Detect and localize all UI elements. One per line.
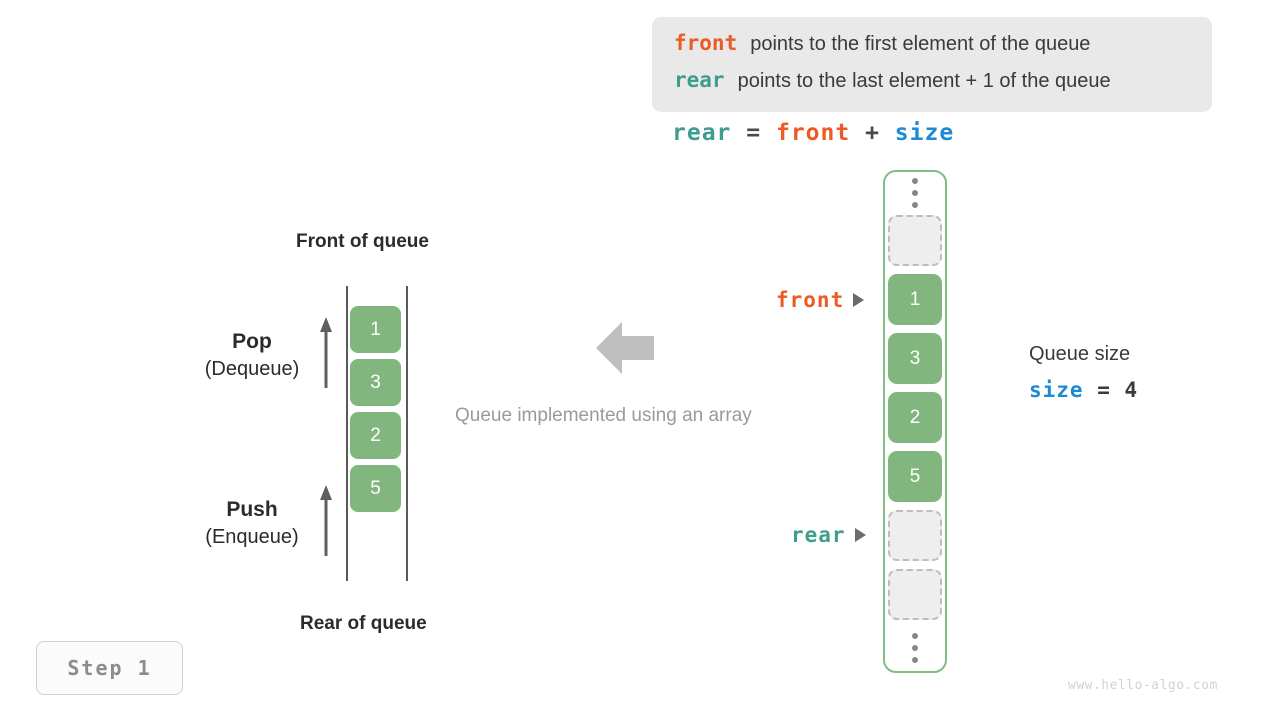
push-name: Push: [226, 498, 278, 521]
step-badge: Step 1: [36, 641, 183, 695]
info-line-front: front points to the first element of the…: [674, 31, 1190, 68]
size-variable: size: [1029, 378, 1084, 402]
size-value: 4: [1124, 378, 1139, 402]
formula-rear-equals-front-plus-size: rear = front + size: [672, 120, 954, 146]
queue-rail-right: [406, 286, 408, 581]
ellipsis-top-icon: [909, 178, 921, 208]
push-up-arrow-icon: [320, 485, 332, 556]
push-sub: (Enqueue): [205, 526, 299, 548]
formula-equals: =: [746, 120, 762, 146]
rear-pointer: rear: [791, 521, 866, 549]
array-slot-empty: [888, 215, 942, 266]
array-slot-filled: 2: [888, 392, 942, 443]
queue-rail-left: [346, 286, 348, 581]
info-line-rear: rear points to the last element + 1 of t…: [674, 68, 1190, 105]
formula-plus: +: [865, 120, 880, 146]
center-caption: Queue implemented using an array: [455, 405, 752, 426]
rear-pointer-label: rear: [791, 523, 846, 547]
queue-cell: 5: [350, 465, 401, 512]
info-text-front: points to the first element of the queue: [750, 33, 1091, 55]
front-pointer-arrowhead-icon: [853, 293, 865, 307]
pop-up-arrow-icon: [320, 317, 332, 388]
formula-front: front: [775, 120, 851, 146]
left-arrow-icon: [596, 322, 654, 374]
ellipsis-bottom-icon: [909, 633, 921, 663]
array-slot-empty: [888, 510, 942, 561]
queue-size-caption: Queue size: [1029, 343, 1131, 365]
rear-pointer-arrowhead-icon: [854, 528, 866, 542]
queue-cell: 1: [350, 306, 401, 353]
array-slot-empty: [888, 569, 942, 620]
info-text-rear: points to the last element + 1 of the qu…: [737, 70, 1111, 92]
info-box: front points to the first element of the…: [652, 17, 1212, 112]
front-pointer: front: [776, 286, 865, 314]
rear-of-queue-label: Rear of queue: [300, 613, 427, 634]
array-slot-filled: 3: [888, 333, 942, 384]
pop-name: Pop: [232, 330, 272, 353]
queue-cell: 2: [350, 412, 401, 459]
info-keyword-front: front: [674, 31, 738, 55]
queue-size-expression: size = 4: [1029, 378, 1138, 402]
push-operation-label: Push (Enqueue): [152, 498, 352, 549]
formula-rear: rear: [672, 120, 732, 146]
array-slot-filled: 5: [888, 451, 942, 502]
array-slot-filled: 1: [888, 274, 942, 325]
pop-sub: (Dequeue): [204, 358, 300, 380]
queue-cell: 3: [350, 359, 401, 406]
front-pointer-label: front: [776, 288, 845, 312]
watermark: www.hello-algo.com: [1068, 678, 1218, 693]
info-keyword-rear: rear: [674, 68, 725, 92]
size-equals: =: [1097, 378, 1111, 402]
queue-size-block: Queue size size = 4: [1029, 343, 1138, 402]
formula-size: size: [894, 120, 955, 146]
pop-operation-label: Pop (Dequeue): [152, 330, 352, 381]
front-of-queue-label: Front of queue: [296, 231, 429, 252]
